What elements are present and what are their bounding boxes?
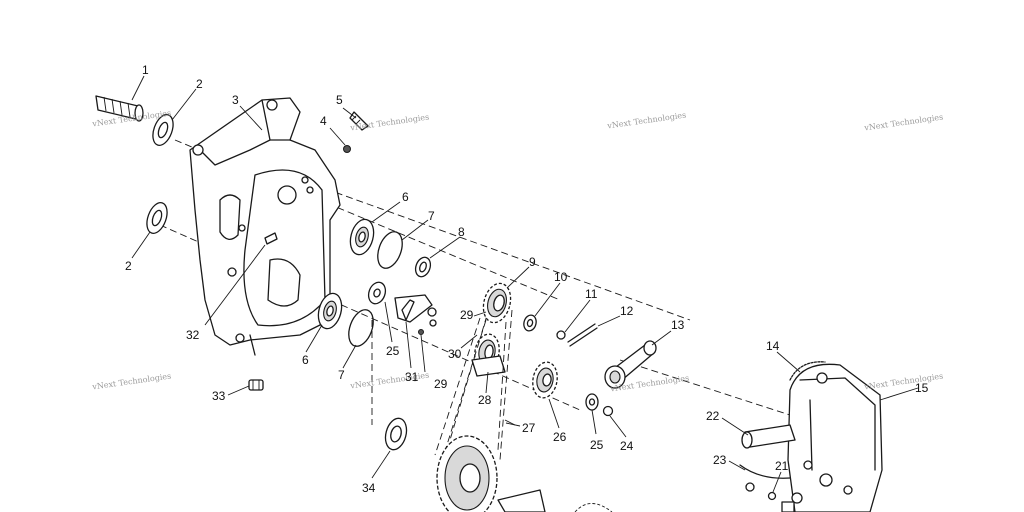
callout-6a: 6 xyxy=(402,190,409,204)
callout-15: 15 xyxy=(915,381,929,395)
callout-5: 5 xyxy=(336,93,343,107)
pivot-shaft xyxy=(741,424,796,449)
callout-33: 33 xyxy=(212,389,226,403)
tensioner-block xyxy=(394,294,437,335)
callout-27: 27 xyxy=(522,421,536,435)
chaincase-cover xyxy=(787,361,883,512)
callout-32: 32 xyxy=(186,328,200,342)
seal-lower xyxy=(146,202,168,234)
middle-gear xyxy=(471,333,506,377)
thrust-washer xyxy=(384,417,408,451)
seal-upper xyxy=(152,114,174,146)
reverse-gear xyxy=(532,361,558,399)
callout-14: 14 xyxy=(766,339,780,353)
drain-plug xyxy=(248,379,264,391)
callout-6b: 6 xyxy=(302,353,309,367)
dowel-pin xyxy=(264,232,278,245)
shift-lever xyxy=(739,464,791,492)
callout-4: 4 xyxy=(320,114,327,128)
callout-23: 23 xyxy=(713,453,727,467)
callout-21: 21 xyxy=(775,459,789,473)
washer-upper xyxy=(414,256,432,278)
callout-10: 10 xyxy=(554,270,568,284)
callout-12: 12 xyxy=(620,304,634,318)
o-ring-lower xyxy=(348,309,374,347)
callout-31: 31 xyxy=(405,370,419,384)
retainer-ring xyxy=(767,491,777,501)
upper-sprocket xyxy=(482,282,512,324)
cotter-pin xyxy=(567,323,598,347)
callout-1: 1 xyxy=(142,63,149,77)
o-ring-upper xyxy=(377,231,403,269)
bolt xyxy=(343,145,351,153)
callout-2: 2 xyxy=(196,77,203,91)
callout-30: 30 xyxy=(448,347,462,361)
callout-8: 8 xyxy=(458,225,465,239)
bearing-lower xyxy=(317,292,343,330)
callout-13: 13 xyxy=(671,318,685,332)
cover-lower-fittings xyxy=(781,492,803,512)
input-shaft xyxy=(95,95,144,122)
callout-leaders xyxy=(131,75,919,493)
lower-sprocket xyxy=(436,435,613,512)
callout-29a: 29 xyxy=(434,377,448,391)
callout-7a: 7 xyxy=(428,209,435,223)
callout-34: 34 xyxy=(362,481,376,495)
callout-28: 28 xyxy=(478,393,492,407)
snap-ring xyxy=(602,405,614,417)
washer-25 xyxy=(585,393,599,411)
callout-3: 3 xyxy=(232,93,239,107)
callout-11: 11 xyxy=(585,287,598,301)
chaincase-housing xyxy=(189,97,341,356)
bearing-upper xyxy=(349,218,375,256)
callout-25a: 25 xyxy=(386,344,400,358)
callout-22: 22 xyxy=(706,409,720,423)
callout-2b: 2 xyxy=(125,259,132,273)
callout-25b: 25 xyxy=(590,438,604,452)
castle-nut xyxy=(556,330,566,340)
callout-7b: 7 xyxy=(338,368,345,382)
callout-26: 26 xyxy=(553,430,567,444)
washer-middle xyxy=(367,281,387,305)
callout-29b: 29 xyxy=(460,308,474,322)
callout-24: 24 xyxy=(620,439,634,453)
callout-9: 9 xyxy=(529,255,536,269)
washer-10 xyxy=(523,314,537,332)
